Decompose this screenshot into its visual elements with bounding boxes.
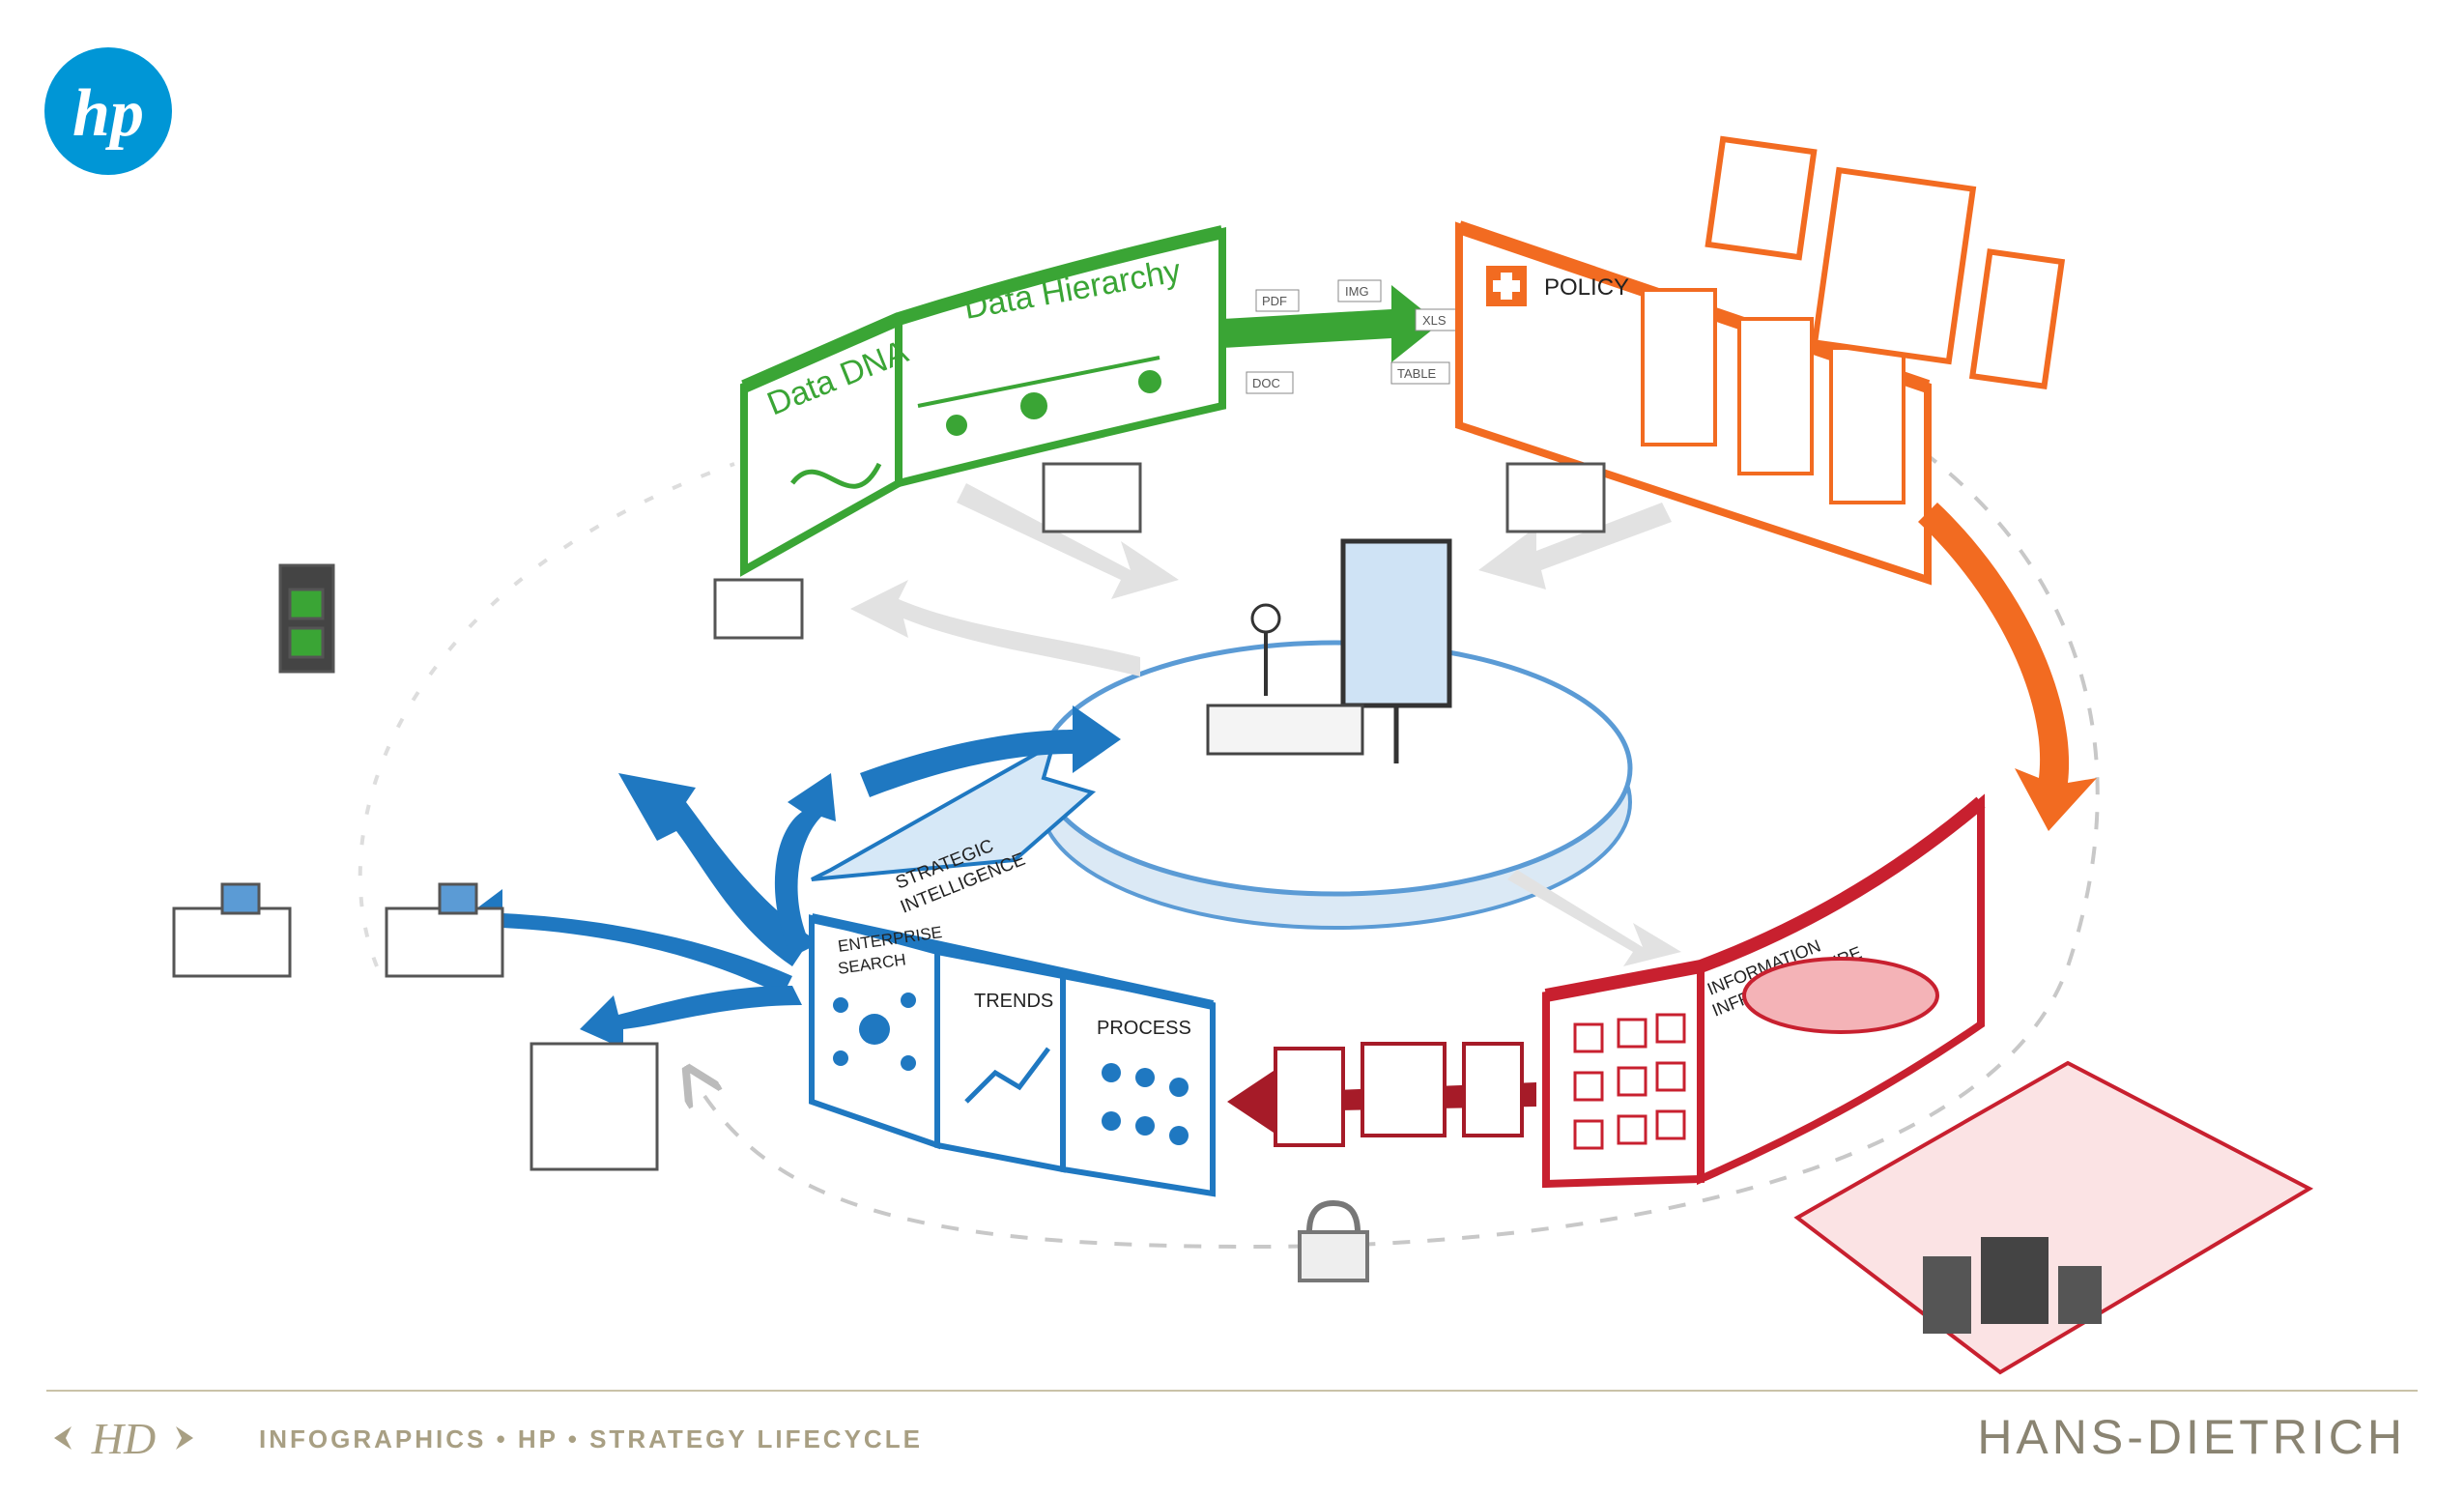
footer-divider <box>46 1390 2418 1392</box>
hd-monogram-logo: HD <box>54 1414 193 1463</box>
green-to-orange-arrow <box>1222 285 1440 362</box>
hp-logo-text: hp <box>72 76 144 151</box>
server-grid-icon <box>1573 1013 1686 1150</box>
policy-flow-cards <box>1705 135 2066 390</box>
security-lock-icon <box>1298 1199 1369 1282</box>
network-node-icon <box>833 993 916 1071</box>
footer-tagline: INFOGRAPHICS • HP • STRATEGY LIFECYCLE <box>259 1424 923 1453</box>
file-tag-pdf: PDF <box>1262 294 1287 308</box>
hub-display-board <box>1340 538 1452 708</box>
blue-distribution-arrows <box>464 705 1121 1049</box>
file-tag-xls: XLS <box>1422 313 1447 328</box>
trends-label: TRENDS <box>974 991 1053 1012</box>
file-tag-table: TABLE <box>1397 366 1437 381</box>
data-panel-green: Data DNA Data Hierarchy <box>740 225 1226 577</box>
hub-desk <box>1206 704 1364 756</box>
orange-downward-arrow <box>1918 503 2097 831</box>
hierarchy-tree-icon <box>917 356 1161 436</box>
database-cylinder-icon <box>1742 957 1939 1034</box>
process-label: PROCESS <box>1097 1018 1191 1039</box>
lifecycle-dashed-loop <box>696 317 2100 1250</box>
footer-brand: HANS-DIETRICH <box>1977 1410 2406 1464</box>
hd-monogram-text: HD <box>91 1414 156 1463</box>
policy-panel-orange: POLICY <box>1455 135 2066 586</box>
file-tag-doc: DOC <box>1252 376 1280 390</box>
data-center-room <box>1793 1060 2314 1375</box>
policy-label: POLICY <box>1544 274 1629 301</box>
hp-logo: hp <box>44 47 172 175</box>
hub-circulation-arrows <box>850 483 1681 966</box>
policy-documents <box>1641 288 1905 504</box>
trend-line-icon <box>964 1047 1050 1104</box>
strategic-intelligence-panel-blue: STRATEGIC INTELLIGENCE ENTERPRISE SEARCH… <box>809 739 1216 1197</box>
info-infrastructure-panel-red: INFORMATION INFRASTRUCTURE <box>1542 793 1986 1189</box>
process-flow-icon <box>1102 1063 1189 1145</box>
dna-helix-icon <box>790 462 882 489</box>
file-tag-img: IMG <box>1345 284 1369 299</box>
hub-person-icon <box>1250 603 1281 634</box>
central-hub <box>1038 538 1633 930</box>
workstation-sketches <box>172 462 1606 1171</box>
upper-left-document-trail <box>358 462 735 967</box>
red-process-icons <box>1274 1042 1524 1147</box>
